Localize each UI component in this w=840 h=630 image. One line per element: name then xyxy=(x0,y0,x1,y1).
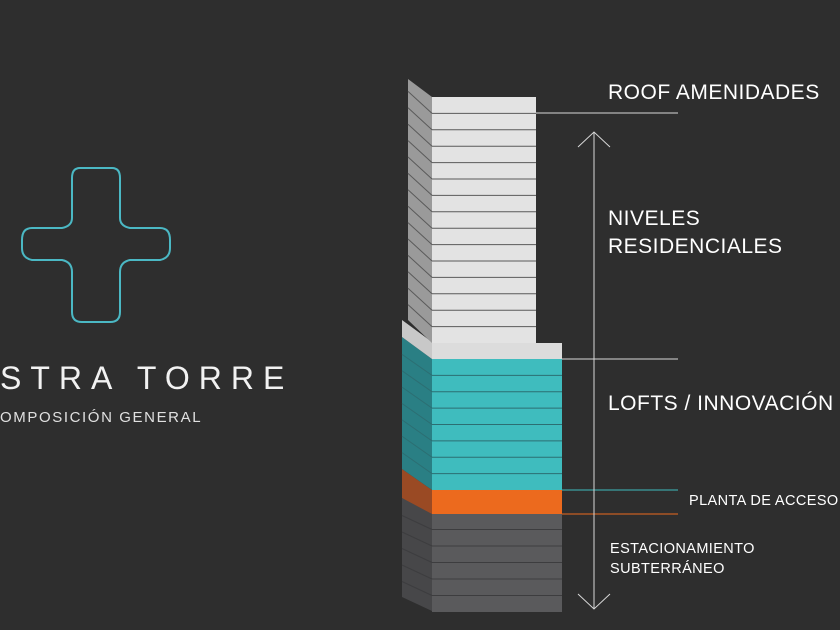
floor-side-line xyxy=(401,435,433,458)
cross-logo-icon xyxy=(21,167,171,323)
residential-floor-lines xyxy=(407,91,536,328)
floor-side-line xyxy=(401,531,433,547)
floor-side-line xyxy=(407,222,433,245)
label-residential-line1: NIVELES xyxy=(608,207,701,230)
floor-side-line xyxy=(401,515,433,530)
arrow-up-icon xyxy=(577,131,611,148)
label-residential-line2: RESIDENCIALES xyxy=(608,235,783,258)
floor-side-line xyxy=(407,123,433,147)
floor-side-line xyxy=(407,140,433,163)
lofts-roof-slab xyxy=(432,343,562,359)
label-parking-line2: SUBTERRÁNEO xyxy=(610,561,725,577)
floor-side-line xyxy=(401,403,433,425)
floor-side-line xyxy=(407,205,433,229)
page-subtitle: OMPOSICIÓN GENERAL xyxy=(0,409,203,426)
floor-side-line xyxy=(407,189,433,213)
floor-side-line xyxy=(401,386,433,409)
lofts-roof-side xyxy=(402,320,432,359)
floor-side-line xyxy=(407,156,433,180)
floor-side-line xyxy=(401,452,433,475)
floor-side-line xyxy=(407,287,433,311)
parking-floor-lines xyxy=(401,515,562,596)
page-title: STRA TORRE xyxy=(0,360,294,396)
access-side xyxy=(402,469,432,514)
floor-side-line xyxy=(407,173,433,196)
label-parking-line1: ESTACIONAMIENTO xyxy=(610,541,755,557)
floor-side-line xyxy=(407,91,433,114)
label-access: PLANTA DE ACCESO xyxy=(689,493,839,509)
floor-side-line xyxy=(401,564,433,580)
floor-side-line xyxy=(407,238,433,262)
arrow-down-icon xyxy=(577,593,611,610)
lofts-floor-lines xyxy=(401,353,562,475)
floor-side-line xyxy=(401,353,433,376)
floor-side-line xyxy=(407,255,433,278)
floor-side-line xyxy=(401,581,433,596)
floor-side-line xyxy=(407,271,433,295)
floor-side-line xyxy=(401,548,433,563)
floor-side-line xyxy=(401,419,433,442)
label-roof: ROOF AMENIDADES xyxy=(608,81,820,104)
label-lofts: LOFTS / INNOVACIÓN xyxy=(608,392,834,415)
access-front xyxy=(432,490,562,514)
parking-side xyxy=(402,498,432,611)
floor-side-line xyxy=(401,370,433,393)
floor-side-line xyxy=(407,304,433,327)
residential-front xyxy=(432,97,536,343)
floor-side-line xyxy=(407,107,433,131)
